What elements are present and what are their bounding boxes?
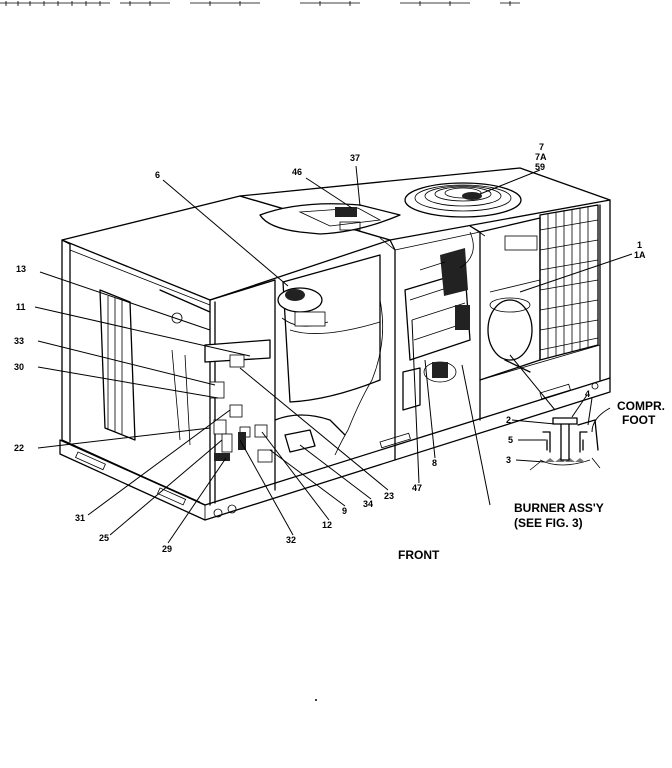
callout-1: 1 xyxy=(637,240,642,250)
callout-7: 7 xyxy=(539,142,544,152)
callout-6: 6 xyxy=(155,170,160,180)
front-label: FRONT xyxy=(398,548,440,562)
callout-2: 2 xyxy=(506,415,511,425)
callout-11: 11 xyxy=(16,302,26,312)
callout-9: 9 xyxy=(342,506,347,516)
callout-3: 3 xyxy=(506,455,511,465)
callout-33: 33 xyxy=(14,336,24,346)
top-access-panel xyxy=(259,203,401,235)
callout-4: 4 xyxy=(585,389,590,399)
callout-31: 31 xyxy=(75,513,85,523)
condenser-fan xyxy=(404,182,522,218)
heat-exchanger xyxy=(402,248,471,411)
unit-cabinet xyxy=(59,167,611,521)
blower-section xyxy=(274,254,381,436)
leader-lines xyxy=(34,165,633,544)
callout-34: 34 xyxy=(363,499,373,509)
callout-23: 23 xyxy=(384,491,394,501)
header-tick-strip xyxy=(0,1,520,6)
callout-37: 37 xyxy=(350,153,360,163)
compr-foot-label-line2: FOOT xyxy=(622,413,656,427)
callout-8: 8 xyxy=(432,458,437,468)
control-box xyxy=(99,289,316,463)
callout-25: 25 xyxy=(99,533,109,543)
callout-30: 30 xyxy=(14,362,24,372)
callout-12: 12 xyxy=(322,520,332,530)
compressor-foot-detail xyxy=(529,417,601,471)
callout-29: 29 xyxy=(162,544,172,554)
callout-labels: 6 46 37 7 7A 59 1 1A 13 11 33 30 22 31 2… xyxy=(14,142,665,562)
callout-47: 47 xyxy=(412,483,422,493)
stray-dot xyxy=(315,699,317,701)
callout-5: 5 xyxy=(508,435,513,445)
left-end-frame xyxy=(61,239,206,506)
compressor xyxy=(487,279,541,373)
callout-46: 46 xyxy=(292,167,302,177)
callout-59: 59 xyxy=(535,162,545,172)
compr-foot-label-line1: COMPR. xyxy=(617,399,665,413)
callout-13: 13 xyxy=(16,264,26,274)
callout-32: 32 xyxy=(286,535,296,545)
callout-1a: 1A xyxy=(634,250,646,260)
callout-7a: 7A xyxy=(535,152,547,162)
callout-22: 22 xyxy=(14,443,24,453)
burner-assy-label-line1: BURNER ASS'Y xyxy=(514,501,604,515)
burner-assy-label-line2: (SEE FIG. 3) xyxy=(514,516,583,530)
